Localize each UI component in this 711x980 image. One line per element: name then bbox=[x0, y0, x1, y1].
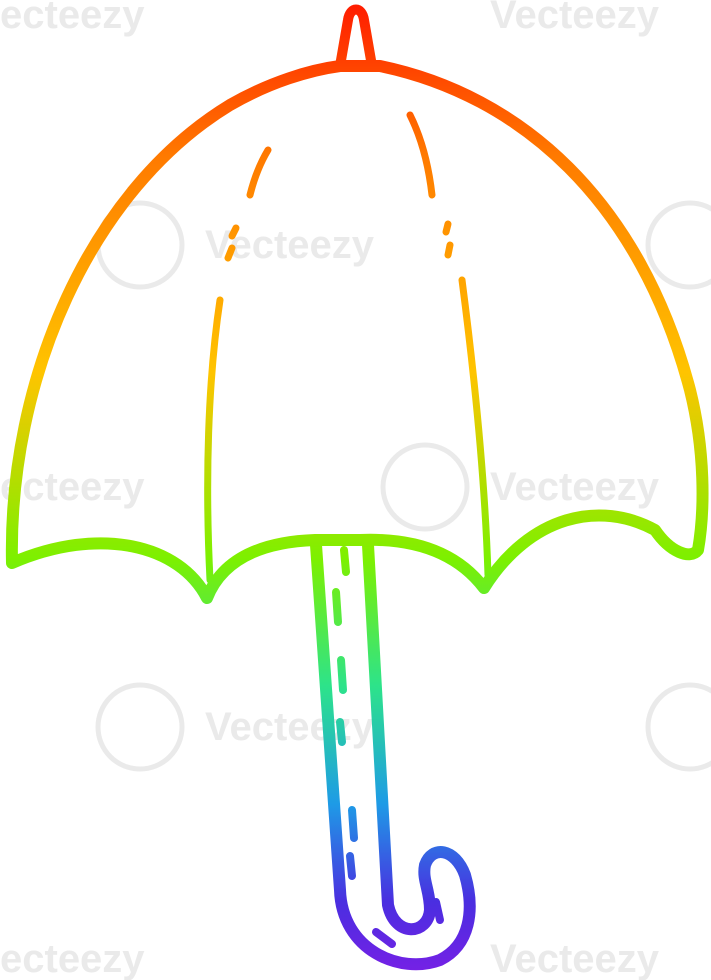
canopy-rib-left-dash bbox=[228, 224, 240, 240]
canopy-rib-right-top bbox=[406, 111, 436, 199]
vecteezy-logo-icon bbox=[645, 682, 711, 772]
canopy-rib-left-dash bbox=[224, 244, 236, 262]
canopy-rib-right-dash bbox=[444, 241, 454, 259]
handle-dash bbox=[348, 806, 358, 842]
canopy-rib-right bbox=[458, 276, 492, 579]
watermark-text: Vecteezy bbox=[490, 0, 660, 37]
umbrella-canopy bbox=[5, 60, 709, 604]
vecteezy-logo-icon bbox=[380, 442, 470, 532]
handle-dash bbox=[332, 588, 342, 626]
vecteezy-logo-icon bbox=[645, 200, 711, 290]
watermark-text: ecteezy bbox=[0, 465, 145, 509]
canopy-rib-right-dash bbox=[442, 220, 452, 236]
umbrella-tip bbox=[335, 4, 377, 71]
handle-dash bbox=[336, 718, 346, 746]
watermark-text: Vecteezy bbox=[205, 705, 375, 749]
handle-dash bbox=[372, 928, 396, 948]
canopy-rib-left-top bbox=[246, 146, 272, 199]
watermark-text: ecteezy bbox=[0, 937, 145, 980]
handle-dash bbox=[346, 852, 356, 880]
watermark-text: ecteezy bbox=[0, 0, 145, 37]
watermark-text: Vecteezy bbox=[490, 465, 660, 509]
canopy-rib-left bbox=[204, 296, 224, 584]
umbrella-handle bbox=[310, 539, 476, 971]
handle-dash bbox=[432, 898, 444, 924]
vecteezy-logo-icon bbox=[95, 682, 185, 772]
handle-dash bbox=[340, 546, 350, 576]
watermark-text: Vecteezy bbox=[490, 937, 660, 980]
handle-dash bbox=[337, 656, 347, 694]
